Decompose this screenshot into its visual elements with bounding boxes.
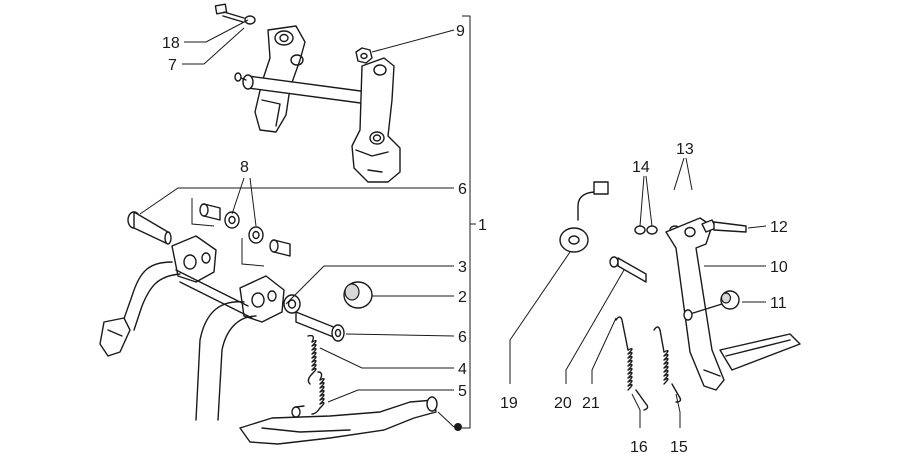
- bolt-18: [214, 3, 245, 23]
- bushings-8: [199, 203, 291, 257]
- callout-19: 19: [500, 395, 518, 412]
- spring-15: [653, 326, 682, 403]
- callout-20: 20: [554, 395, 572, 412]
- callout-21: 21: [582, 395, 600, 412]
- side-stand-assembly: [559, 181, 801, 411]
- callout-1: 1: [478, 217, 487, 234]
- callout-2: 2: [458, 289, 467, 306]
- engine-mount-bracket: [214, 3, 401, 183]
- callout-14: 14: [632, 159, 650, 176]
- center-stand: [99, 198, 438, 445]
- callout-9: 9: [456, 23, 465, 40]
- callout-6-upper: 6: [458, 181, 467, 198]
- callout-4: 4: [458, 361, 467, 378]
- callout-labels: 18 7 9 8 6 1 3 2 6 4 5 19 20 21 16 15 14…: [162, 23, 788, 456]
- switch-19: [559, 181, 609, 253]
- spring-5: [311, 371, 325, 415]
- bolt-12: [701, 219, 747, 233]
- assembly-bracket-1: [454, 15, 476, 431]
- washer-14b: [646, 225, 658, 235]
- callout-5: 5: [458, 383, 467, 400]
- spring-16: [615, 316, 649, 411]
- bolt-6-upper: [127, 211, 172, 245]
- callout-12: 12: [770, 219, 788, 236]
- callout-18: 18: [162, 35, 180, 52]
- callout-10: 10: [770, 259, 788, 276]
- nut-9: [355, 47, 373, 64]
- bolt-20: [609, 256, 647, 283]
- spring-4: [307, 334, 317, 385]
- callout-16: 16: [630, 439, 648, 456]
- rubber-stop-2: [343, 281, 373, 309]
- callout-6-lower: 6: [458, 329, 467, 346]
- washer-14a: [634, 225, 646, 235]
- reference-dot: [454, 423, 462, 431]
- bushing-3: [283, 294, 301, 314]
- callout-13: 13: [676, 141, 694, 158]
- rubber-11: [683, 290, 740, 321]
- bolt-6-lower: [295, 311, 345, 342]
- callout-11: 11: [770, 295, 787, 312]
- callout-8: 8: [240, 159, 249, 176]
- leader-lines: [139, 19, 767, 428]
- callout-15: 15: [670, 439, 688, 456]
- washer-7: [244, 15, 256, 25]
- callout-7: 7: [168, 57, 177, 74]
- callout-3: 3: [458, 259, 467, 276]
- screw-small: [291, 405, 305, 418]
